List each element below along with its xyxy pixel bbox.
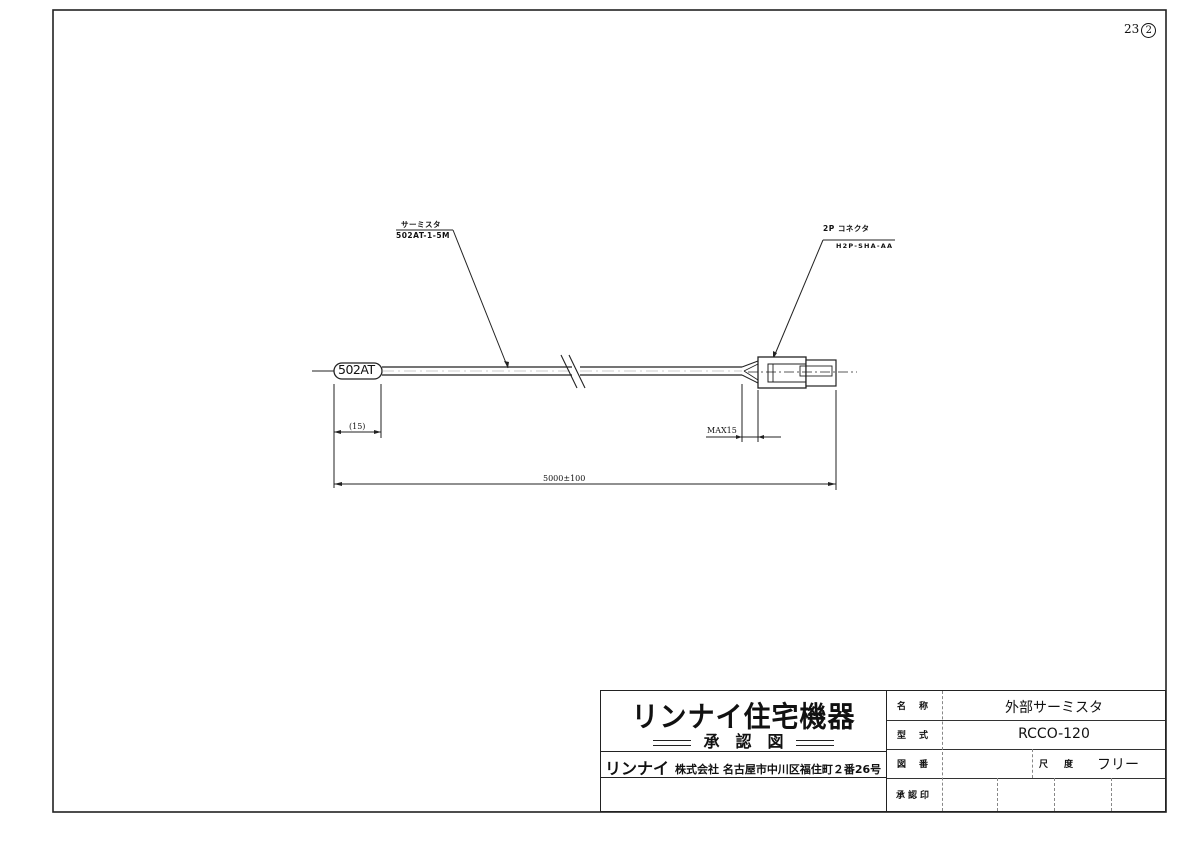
connector-part-number: H2P-SHA-AA (836, 242, 894, 250)
sheet-frame (52, 9, 1167, 813)
dim-probe-length-text: (15) (349, 422, 366, 431)
field-label-drawing-number: 図番 (897, 760, 942, 770)
sheet-number-value: 23 (1124, 22, 1140, 36)
brand-heading: リンナイ住宅機器 (631, 701, 856, 734)
field-label-model: 型式 (897, 731, 942, 741)
field-value-model: RCCO-120 (1018, 726, 1090, 742)
thermistor-leader (396, 229, 509, 369)
thermistor-part-number: 502AT-1-5M (396, 231, 451, 240)
company-info: リンナイ株式会社 名古屋市中川区福住町２番26号 (605, 755, 881, 779)
stamp-cell-3 (1055, 779, 1111, 811)
stamp-cell-2 (998, 779, 1054, 811)
field-label-name: 名称 (897, 702, 942, 712)
cable (382, 354, 759, 389)
title-block: リンナイ住宅機器 承 認 図 リンナイ株式会社 名古屋市中川区福住町２番26号 … (600, 690, 1166, 812)
stamp-cell-4 (1112, 779, 1166, 811)
dim-total-length-text: 5000±100 (543, 474, 586, 483)
dim-connector-max-text: MAX15 (707, 426, 737, 435)
scale-value: フリー (1097, 757, 1139, 773)
field-value-name: 外部サーミスタ (1005, 700, 1103, 716)
connector-name-label: 2P コネクタ (823, 224, 870, 233)
dimension-probe-length (333, 384, 382, 488)
revision-circle: 2 (1141, 23, 1157, 38)
dimension-total-length (334, 390, 837, 490)
document-type-text: 承 認 図 (703, 732, 784, 751)
title-block-left: リンナイ住宅機器 承 認 図 リンナイ株式会社 名古屋市中川区福住町２番26号 (601, 691, 887, 811)
dimension-connector-max (706, 384, 781, 442)
connector-leader (772, 239, 895, 360)
company-address: 株式会社 名古屋市中川区福住町２番26号 (675, 763, 882, 776)
field-label-approval-stamp: 承認印 (896, 791, 933, 801)
connector (748, 356, 857, 389)
stamp-cell-1 (943, 779, 997, 811)
scale-label: 尺度 (1039, 760, 1090, 770)
title-block-fields: 名称 外部サーミスタ 型式 RCCO-120 図番 尺度 フリー 承認印 (887, 691, 1165, 811)
company-brand: リンナイ (605, 759, 670, 778)
company-row: リンナイ株式会社 名古屋市中川区福住町２番26号 (601, 752, 886, 778)
document-type: 承 認 図 (601, 728, 886, 752)
thermistor-marking: 502AT (338, 362, 375, 377)
brand-area: リンナイ住宅機器 承 認 図 (601, 691, 886, 752)
thermistor-name-label: サーミスタ (401, 220, 441, 229)
double-rule-right (795, 739, 834, 746)
double-rule-left (653, 739, 692, 746)
